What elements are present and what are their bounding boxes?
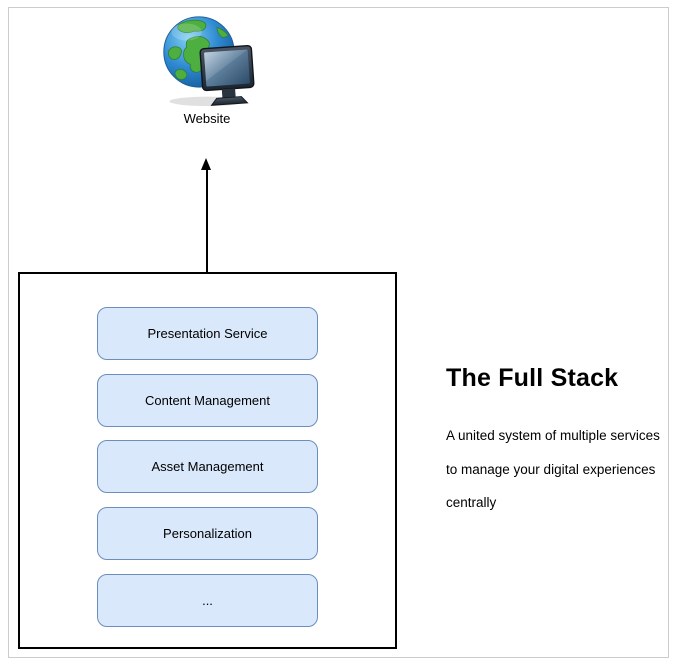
side-text-block: The Full Stack A united system of multip…: [446, 364, 661, 529]
stack-item-label: Asset Management: [151, 459, 264, 474]
stack-item-label: Content Management: [144, 393, 271, 408]
stack-item-ellipsis: ...: [97, 574, 318, 627]
full-stack-heading: The Full Stack: [446, 364, 619, 392]
website-label: Website: [183, 111, 231, 126]
description-line: centrally: [446, 495, 497, 510]
stack-container: Presentation Service Content Management …: [18, 272, 397, 649]
stack-item-label: ...: [202, 593, 213, 608]
stack-item-label: Personalization: [163, 526, 252, 541]
stack-item-personalization: Personalization: [97, 507, 318, 560]
description-line: A united system of multiple services: [446, 428, 660, 443]
stack-item-presentation-service: Presentation Service: [97, 307, 318, 360]
globe-monitor-icon: [163, 16, 255, 107]
arrow-head-icon: [201, 158, 211, 170]
monitor-icon: [199, 44, 255, 106]
stack-item-label: Presentation Service: [147, 326, 268, 341]
connector-arrow-line: [206, 169, 208, 272]
description-line: to manage your digital experiences: [446, 461, 656, 477]
stack-item-content-management: Content Management: [97, 374, 318, 427]
stack-item-asset-management: Asset Management: [97, 440, 318, 493]
